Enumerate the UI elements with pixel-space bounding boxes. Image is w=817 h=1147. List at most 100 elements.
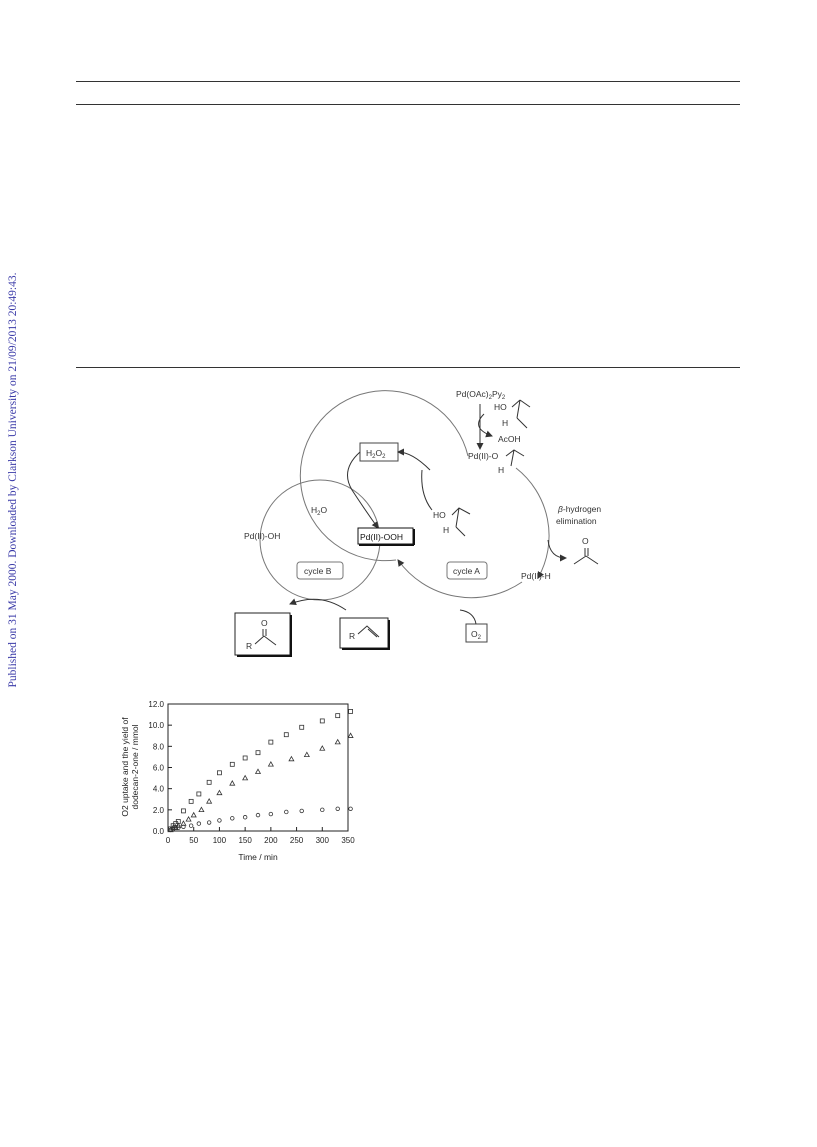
acetone-release-arrow (547, 539, 567, 562)
top-rule-2 (76, 104, 740, 105)
cycle-b-label: cycle B (304, 566, 332, 576)
isopropanol-ho-label: HO (494, 402, 507, 412)
triangle-point-12 (254, 768, 262, 774)
y-axis-title-line2: dodecan-2-one / mmol (130, 724, 140, 809)
square-point-8 (217, 770, 222, 776)
x-tick-label-0: 0 (166, 836, 171, 845)
x-axis-title: Time / min (238, 852, 278, 862)
pd-alkoxide-h-label: H (498, 465, 504, 475)
elimination-label: elimination (556, 516, 597, 526)
y-tick-label-4: 8.0 (153, 742, 165, 751)
circle-point-1 (170, 826, 176, 832)
triangle-point-4 (180, 820, 187, 826)
reagent-formula: Pd(OAc)2Py2 (456, 389, 506, 401)
square-point-4 (181, 808, 186, 814)
isopropanol-mid-arrow (421, 469, 433, 511)
triangle-point-14 (288, 755, 295, 762)
pd-alkoxide-structure (505, 449, 525, 467)
triangle-point-15 (303, 751, 310, 757)
circle-point-14 (299, 808, 304, 814)
square-point-17 (348, 709, 353, 714)
circle-point-16 (335, 806, 340, 811)
circle-point-8 (217, 818, 222, 823)
triangle-point-9 (216, 789, 223, 796)
triangle-point-3 (175, 822, 182, 828)
top-rule-1 (76, 81, 740, 82)
circle-point-6 (196, 821, 202, 826)
triangle-point-17 (334, 738, 341, 745)
square-point-7 (206, 779, 212, 785)
isopropanol-h-label: H (502, 418, 508, 428)
isopropanol-mid-h: H (443, 525, 449, 535)
pd-h-label: Pd(II)-H (521, 571, 551, 581)
circle-point-7 (206, 820, 212, 825)
triangle-point-18 (347, 732, 354, 738)
circle-point-11 (255, 812, 261, 818)
isopropanol-structure (511, 399, 531, 429)
h2o-label: H2O (311, 505, 327, 517)
x-tick-label-1: 50 (189, 836, 198, 845)
isopropanol-mid-structure (451, 507, 471, 537)
x-tick-label-5: 250 (290, 836, 304, 845)
cycle-a-label: cycle A (453, 566, 480, 576)
circle-point-0 (168, 827, 173, 833)
pd-oh-label: Pd(II)-OH (244, 531, 280, 541)
acoh-curved-arrow (478, 413, 493, 438)
h2o2-label: H2O2 (366, 448, 386, 460)
cycle-a-arc-right (515, 467, 550, 579)
alkene-substrate-box (339, 617, 389, 649)
acetone-o-label: O (582, 536, 589, 546)
section-rule (76, 367, 740, 368)
square-point-12 (268, 739, 274, 745)
circle-point-10 (242, 815, 248, 820)
ketone-product-r: R (246, 641, 252, 651)
o2-label: O2 (471, 629, 482, 641)
product-formation-arrow (289, 598, 347, 611)
x-tick-label-7: 350 (341, 836, 355, 845)
o2-entry-arrow (459, 609, 477, 625)
pd-ooh-label: Pd(II)-OOH (360, 532, 403, 542)
cycle-a-arc-bottom (397, 559, 523, 599)
square-point-14 (299, 724, 305, 730)
y-tick-label-3: 6.0 (153, 764, 165, 773)
circle-point-3 (176, 825, 181, 831)
triangle-point-13 (267, 761, 274, 767)
triangle-point-11 (242, 774, 249, 781)
square-point-10 (242, 755, 248, 761)
triangle-point-6 (190, 811, 197, 818)
x-tick-label-4: 200 (264, 836, 278, 845)
circle-point-12 (268, 811, 274, 817)
acoh-label: AcOH (498, 434, 521, 444)
acetone-structure (573, 548, 599, 565)
alkene-r-label: R (349, 631, 355, 641)
circle-point-4 (181, 824, 186, 829)
circle-point-15 (320, 807, 325, 813)
x-tick-label-2: 100 (213, 836, 227, 845)
square-point-16 (335, 713, 341, 719)
beta-elimination-label: β-hydrogen (557, 504, 601, 514)
pd-alkoxide-label: Pd(II)-O (468, 451, 499, 461)
isopropanol-mid-ho: HO (433, 510, 446, 520)
square-point-6 (196, 791, 202, 797)
square-point-13 (283, 732, 289, 738)
triangle-point-8 (206, 798, 213, 804)
h2o2-to-pdooh-arrow (347, 451, 379, 529)
y-tick-label-1: 2.0 (153, 806, 165, 815)
triangle-point-10 (229, 780, 236, 786)
y-tick-label-5: 10.0 (148, 721, 164, 730)
y-tick-label-6: 12.0 (148, 700, 164, 709)
catalytic-cycle-scheme: Pd(OAc)2Py2 HO H AcOH Pd(II)-O H H2O2 H2… (234, 389, 601, 657)
circle-point-9 (230, 816, 235, 821)
ketone-product-o: O (261, 618, 268, 628)
x-axis-ticks: 0 50 100 150 200 250 300 350 (166, 827, 355, 845)
square-point-11 (255, 750, 261, 756)
x-tick-label-6: 300 (316, 836, 330, 845)
circle-point-13 (284, 809, 289, 815)
cycle-a-box (446, 561, 488, 580)
circle-point-2 (173, 825, 178, 831)
x-tick-label-3: 150 (238, 836, 252, 845)
cycle-a-arc (299, 390, 469, 562)
triangle-point-16 (319, 745, 326, 751)
h2o2-release-arrow (397, 448, 431, 471)
